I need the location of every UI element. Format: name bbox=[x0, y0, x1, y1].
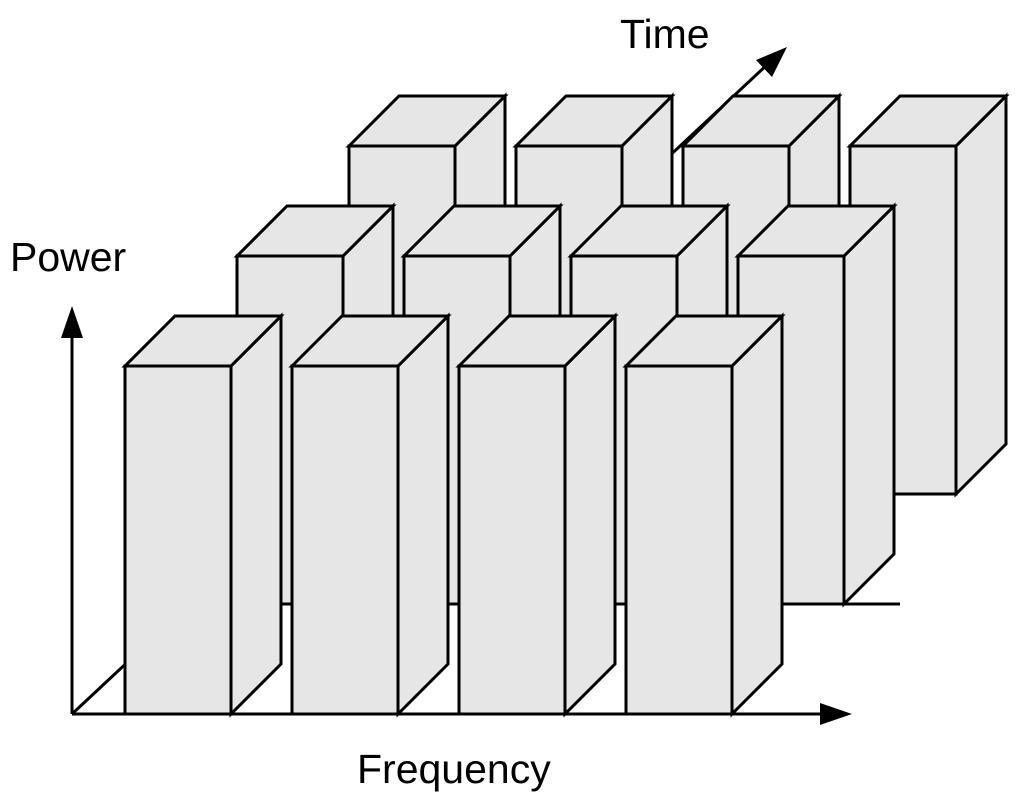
block-top-face bbox=[288, 314, 452, 368]
block-top-face bbox=[734, 204, 898, 258]
block-time-1-freq-3 bbox=[455, 312, 619, 718]
frequency-axis-label: Frequency bbox=[357, 746, 551, 792]
time-axis-label: Time bbox=[620, 11, 710, 57]
frequency-axis-arrowhead bbox=[820, 703, 852, 725]
block-top-face bbox=[622, 314, 786, 368]
power-axis-label: Power bbox=[10, 234, 126, 280]
block-time-1-freq-4 bbox=[622, 312, 786, 718]
block-grid bbox=[121, 92, 1010, 718]
time-axis-arrowhead bbox=[756, 47, 787, 77]
block-side-face bbox=[954, 92, 1008, 498]
block-time-1-freq-2 bbox=[288, 312, 452, 718]
block-time-1-freq-1 bbox=[121, 312, 285, 718]
block-side-face bbox=[396, 312, 450, 718]
block-top-face bbox=[400, 204, 564, 258]
block-top-face bbox=[345, 94, 509, 148]
block-top-face bbox=[455, 314, 619, 368]
power-axis-arrowhead bbox=[61, 306, 83, 338]
block-top-face bbox=[567, 204, 731, 258]
block-front-face bbox=[457, 364, 567, 716]
block-side-face bbox=[563, 312, 617, 718]
block-front-face bbox=[123, 364, 233, 716]
block-side-face bbox=[842, 202, 896, 608]
block-side-face bbox=[730, 312, 784, 718]
block-top-face bbox=[679, 94, 843, 148]
block-top-face bbox=[512, 94, 676, 148]
block-top-face bbox=[121, 314, 285, 368]
block-front-face bbox=[624, 364, 734, 716]
block-top-face bbox=[846, 94, 1010, 148]
block-top-face bbox=[233, 204, 397, 258]
block-side-face bbox=[229, 312, 283, 718]
block-front-face bbox=[290, 364, 400, 716]
